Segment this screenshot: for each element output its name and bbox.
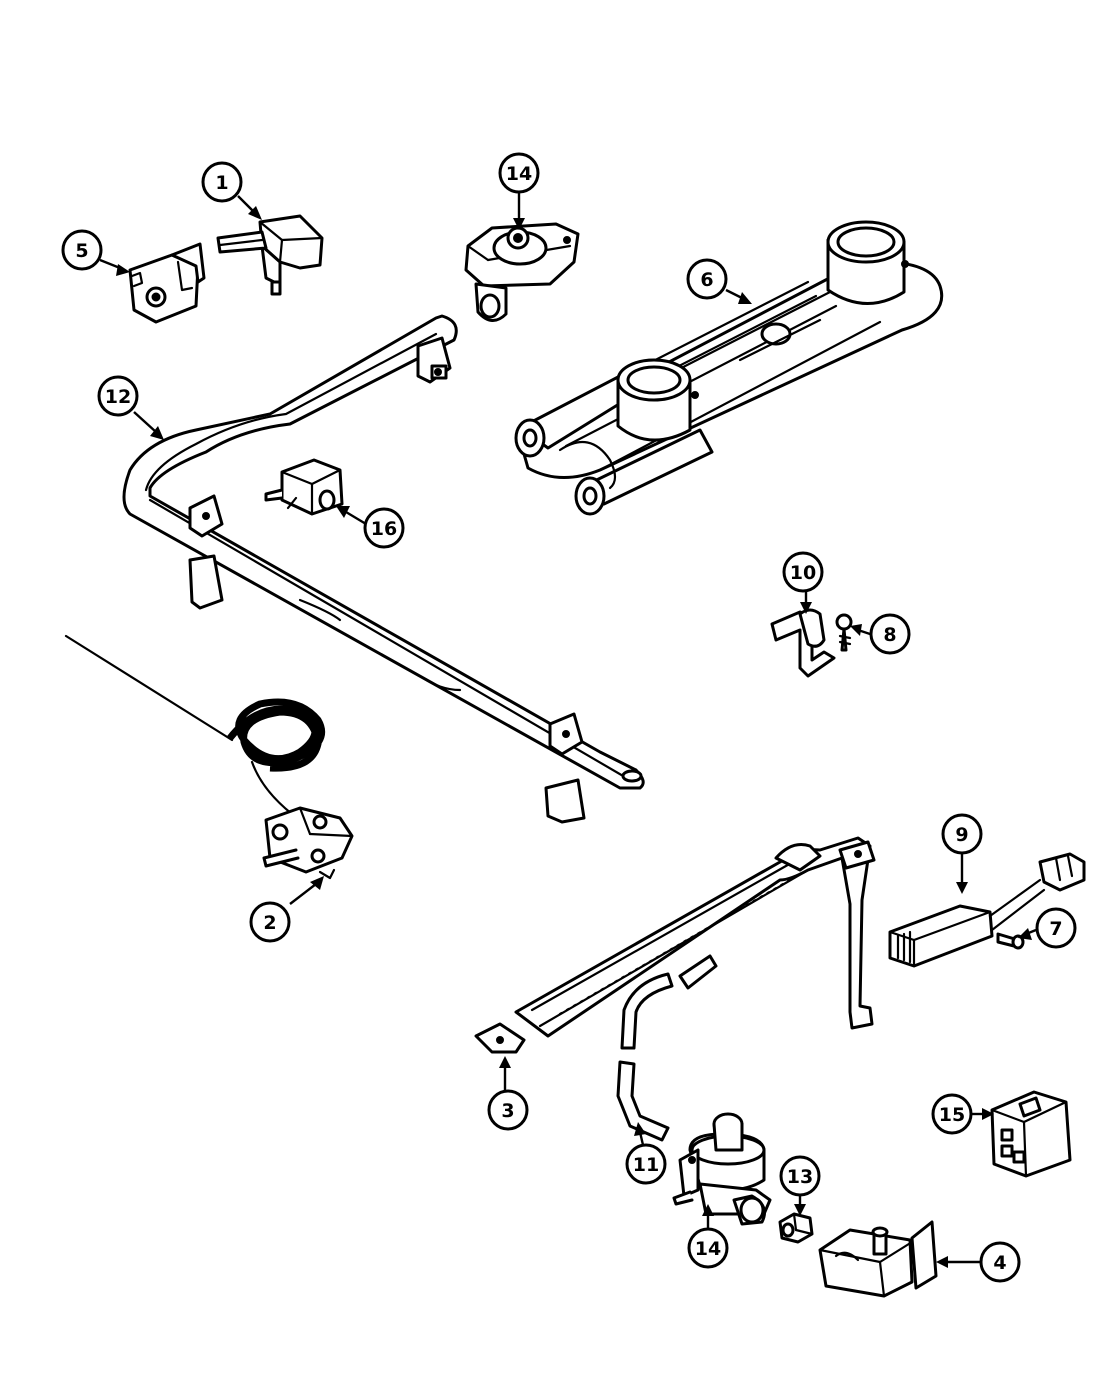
callout-13: 13: [779, 1155, 821, 1197]
part-screw-7: [996, 932, 1025, 950]
callout-6: 6: [686, 258, 728, 300]
part-igniter-bracket: [818, 1220, 938, 1298]
callout-12: 12: [97, 375, 139, 417]
svg-text:12: 12: [105, 386, 131, 408]
callout-3: 3: [487, 1089, 529, 1131]
callout-7: 7: [1035, 907, 1077, 949]
svg-text:8: 8: [883, 624, 896, 646]
svg-text:7: 7: [1049, 918, 1062, 940]
part-oven-igniter: [888, 852, 1086, 968]
part-orifice: [778, 1212, 814, 1244]
part-valve-16: [264, 458, 344, 516]
svg-text:15: 15: [939, 1104, 965, 1126]
callout-11: 11: [625, 1143, 667, 1185]
callout-4: 4: [979, 1241, 1021, 1283]
igniter-element: [896, 930, 912, 964]
part-spark-module: [990, 1090, 1072, 1178]
callout-15: 15: [931, 1093, 973, 1135]
svg-text:2: 2: [263, 912, 276, 934]
part-surface-burner-assembly: [514, 220, 944, 516]
svg-text:11: 11: [633, 1154, 659, 1176]
callout-10: 10: [782, 551, 824, 593]
callout-2: 2: [249, 901, 291, 943]
callout-9: 9: [941, 813, 983, 855]
part-oven-burner-tube: [474, 836, 876, 1054]
svg-text:6: 6: [700, 269, 713, 291]
svg-text:9: 9: [955, 824, 968, 846]
part-spark-clip: [770, 608, 836, 678]
callouts: 1 2 3 4 5 6 7 8: [61, 152, 1077, 1283]
svg-text:3: 3: [501, 1100, 514, 1122]
callout-1: 1: [201, 161, 243, 203]
svg-text:1: 1: [215, 172, 228, 194]
svg-text:13: 13: [787, 1166, 813, 1188]
svg-text:4: 4: [993, 1252, 1006, 1274]
part-valve-top: [464, 222, 580, 322]
callout-16: 16: [363, 507, 405, 549]
part-screw-8: [835, 613, 853, 652]
part-gas-tube: [616, 954, 718, 1142]
svg-text:5: 5: [75, 240, 88, 262]
part-infinite-switch: [216, 214, 324, 296]
callout-14-top: 14: [498, 152, 540, 194]
svg-text:16: 16: [371, 518, 397, 540]
callout-5: 5: [61, 229, 103, 271]
callout-8: 8: [869, 613, 911, 655]
leader-lines: [99, 193, 1037, 1268]
svg-text:14: 14: [695, 1238, 721, 1260]
part-pressure-regulator: [672, 1112, 772, 1226]
part-switch-bracket: [128, 242, 206, 324]
svg-text:14: 14: [506, 163, 532, 185]
svg-text:10: 10: [790, 562, 816, 584]
part-manifold: [122, 314, 645, 824]
callout-14-bottom: 14: [687, 1227, 729, 1269]
part-thermostat: [64, 634, 354, 880]
